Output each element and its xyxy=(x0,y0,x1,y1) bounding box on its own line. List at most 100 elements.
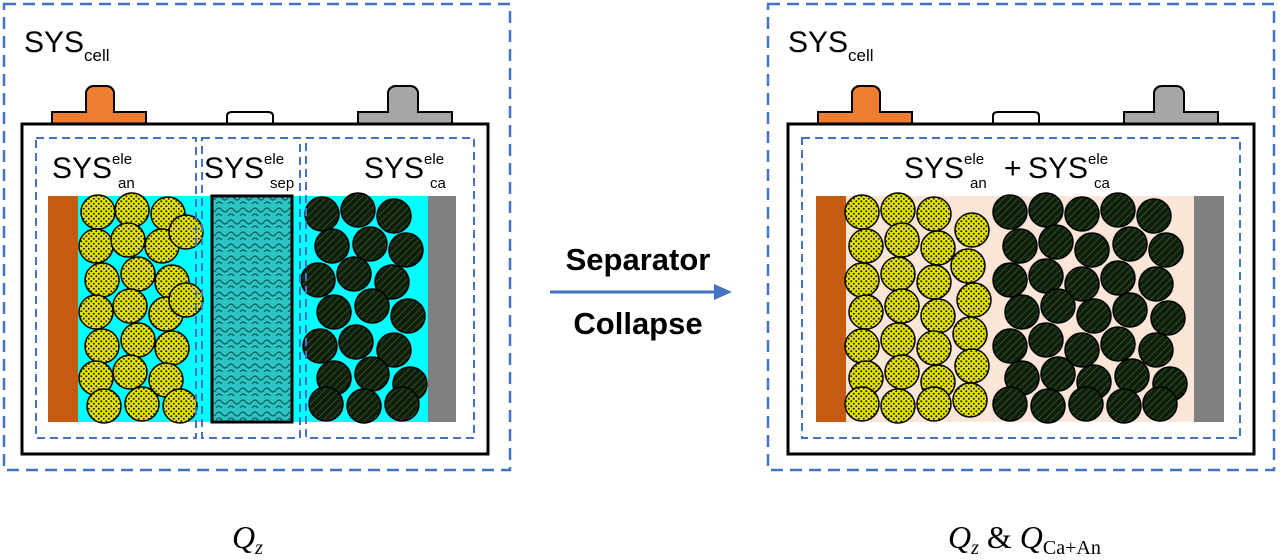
anode-particle xyxy=(110,222,146,258)
cathode-current-collector-right xyxy=(1194,196,1224,422)
anode-particle xyxy=(952,382,988,418)
transition-line-2: Collapse xyxy=(573,306,702,341)
anode-particle xyxy=(120,322,156,358)
cathode-particle xyxy=(354,356,390,392)
cathode-particle xyxy=(992,194,1028,230)
cathode-particle xyxy=(1002,228,1038,264)
anode-particle xyxy=(880,322,916,358)
separator-subsystem-boundary xyxy=(201,137,301,439)
cathode-particle xyxy=(374,264,410,300)
cell-system-boundary xyxy=(2,2,512,472)
anode-particle xyxy=(880,192,916,228)
anode-particle xyxy=(844,386,880,422)
cathode-particle xyxy=(304,196,340,232)
cathode-particle xyxy=(346,388,382,424)
anode-particle xyxy=(114,192,150,228)
cathode-particle xyxy=(992,262,1028,298)
anode-particle xyxy=(844,194,880,230)
anode-particle xyxy=(86,388,122,424)
cathode-particle xyxy=(992,328,1028,364)
cathode-particle xyxy=(1004,294,1040,330)
cathode-particle xyxy=(302,328,338,364)
cathode-particle xyxy=(1150,300,1186,336)
cathode-particle xyxy=(388,232,424,268)
anode-particle xyxy=(154,330,190,366)
anode-particle xyxy=(162,388,198,424)
cathode-subsystem-boundary xyxy=(305,137,475,439)
cathode-particle xyxy=(340,192,376,228)
cathode-particle xyxy=(336,256,372,292)
cathode-particle xyxy=(354,288,390,324)
anode-particle xyxy=(916,264,952,300)
anode-particle xyxy=(84,262,120,298)
cathode-particle xyxy=(1028,322,1064,358)
cathode-particle xyxy=(314,228,350,264)
anode-particle xyxy=(884,222,920,258)
cathode-particle xyxy=(992,386,1028,422)
cathode-particle xyxy=(1142,386,1178,422)
anode-particle xyxy=(848,294,884,330)
anode-particle xyxy=(954,212,990,248)
cathode-particles-right xyxy=(992,192,1188,424)
cathode-particle xyxy=(1138,332,1174,368)
cathode-particle xyxy=(1074,232,1110,268)
right-caption: Qz & QCa+An xyxy=(948,519,1101,559)
anode-particle xyxy=(78,294,114,330)
cathode-particle xyxy=(1138,266,1174,302)
anode-particle xyxy=(920,298,956,334)
left-caption: Qz xyxy=(232,519,263,559)
cathode-particle xyxy=(316,294,352,330)
cathode-particle xyxy=(1112,226,1148,262)
anode-particle xyxy=(84,328,120,364)
cathode-particle xyxy=(1028,192,1064,228)
cathode-particle xyxy=(1106,388,1142,424)
transition: Separator Collapse xyxy=(550,242,732,341)
cathode-particle xyxy=(338,324,374,360)
anode-particle xyxy=(168,214,204,250)
anode-particle xyxy=(124,386,160,422)
cathode-particle xyxy=(1136,198,1172,234)
separator xyxy=(210,194,294,424)
anode-particle xyxy=(916,330,952,366)
anode-particle xyxy=(80,194,116,230)
negative-terminal xyxy=(357,85,453,125)
cathode-particle xyxy=(1100,260,1136,296)
cathode-particle xyxy=(1100,192,1136,228)
transition-arrowhead xyxy=(714,284,732,300)
cell-system-label-right: SYScell xyxy=(788,26,874,65)
cell-system-label: SYScell xyxy=(24,26,110,65)
anode-particle xyxy=(880,388,916,424)
combined-subsystem-boundary xyxy=(801,137,1241,439)
anode-particle xyxy=(884,354,920,390)
transition-line-1: Separator xyxy=(566,242,711,277)
anode-subsystem-boundary xyxy=(35,137,197,439)
anode-particle xyxy=(120,256,156,292)
negative-terminal-right xyxy=(1123,85,1219,125)
cathode-particle xyxy=(376,198,412,234)
anode-particle xyxy=(952,316,988,352)
cathode-particle xyxy=(308,386,344,422)
cathode-particle xyxy=(1114,358,1150,394)
vent-cap-right xyxy=(992,111,1040,125)
anode-particle xyxy=(168,282,204,318)
cathode-particle xyxy=(1028,258,1064,294)
anode-particle xyxy=(112,354,148,390)
cathode-particle xyxy=(1040,288,1076,324)
anode-particle xyxy=(848,228,884,264)
vent-cap xyxy=(226,111,274,125)
anode-particle xyxy=(844,262,880,298)
positive-terminal xyxy=(51,85,147,125)
cell-system-boundary-right xyxy=(766,2,1276,472)
cathode-particle xyxy=(384,386,420,422)
cathode-particle xyxy=(1068,386,1104,422)
anode-particle xyxy=(916,196,952,232)
cathode-particle xyxy=(1148,232,1184,268)
cathode-particle xyxy=(1112,292,1148,328)
cathode-particle xyxy=(1076,298,1112,334)
